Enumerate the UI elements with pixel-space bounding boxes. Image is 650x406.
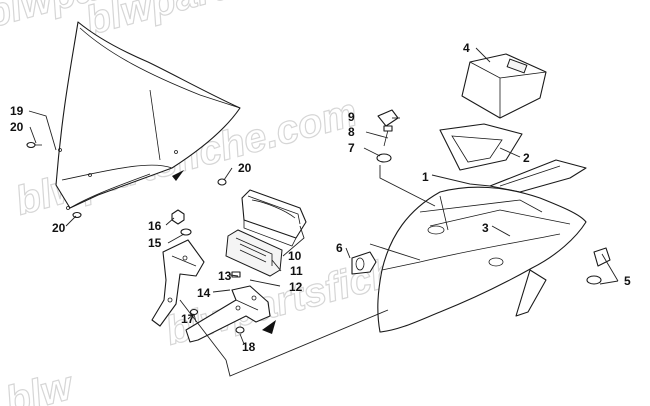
lower-mount-bracket bbox=[185, 285, 271, 343]
screw-20-right bbox=[217, 178, 227, 186]
nut-16 bbox=[171, 209, 185, 225]
watermark-top: blwpartsfiche.com bbox=[81, 0, 432, 44]
component-5 bbox=[586, 247, 611, 285]
callout-12: 12 bbox=[289, 280, 303, 294]
callout-5: 5 bbox=[624, 274, 631, 288]
callout-3: 3 bbox=[482, 221, 489, 235]
callout-20-left: 20 bbox=[10, 120, 24, 134]
callout-14: 14 bbox=[197, 286, 211, 300]
callout-9: 9 bbox=[348, 110, 355, 124]
leader-lines bbox=[28, 47, 619, 377]
screw-20-left bbox=[26, 141, 42, 149]
hood bbox=[377, 186, 587, 333]
washer-15 bbox=[180, 228, 192, 236]
callout-2: 2 bbox=[523, 151, 530, 165]
callout-labels: 1 2 3 4 5 6 7 8 9 10 11 12 13 14 15 16 1… bbox=[10, 41, 631, 354]
callout-6: 6 bbox=[336, 241, 343, 255]
callout-19: 19 bbox=[10, 104, 24, 118]
screw-13 bbox=[231, 271, 241, 278]
callout-15: 15 bbox=[148, 236, 162, 250]
screw-8 bbox=[383, 125, 393, 147]
callout-20-bottom: 20 bbox=[52, 221, 66, 235]
callout-7: 7 bbox=[348, 141, 355, 155]
callout-11: 11 bbox=[290, 264, 303, 278]
nut-7 bbox=[376, 153, 392, 163]
callout-18: 18 bbox=[242, 340, 256, 354]
gauge-cluster bbox=[241, 189, 307, 247]
lamp-6 bbox=[351, 251, 377, 275]
callout-17: 17 bbox=[181, 312, 195, 326]
arrow-marker-bracket bbox=[262, 320, 276, 334]
callout-1: 1 bbox=[422, 170, 429, 184]
left-mount-bracket bbox=[151, 239, 205, 327]
nut-18 bbox=[235, 326, 245, 334]
top-cover bbox=[461, 53, 547, 119]
window-trim bbox=[439, 123, 587, 193]
callout-13: 13 bbox=[218, 269, 232, 283]
callout-8: 8 bbox=[348, 125, 355, 139]
arrow-marker-windshield bbox=[172, 170, 184, 181]
screw-20-bottom bbox=[72, 211, 82, 219]
callout-4: 4 bbox=[463, 41, 470, 55]
callout-16: 16 bbox=[148, 219, 162, 233]
callout-10: 10 bbox=[288, 249, 302, 263]
gauge-bracket bbox=[225, 229, 283, 277]
windshield bbox=[55, 21, 241, 210]
watermark-partial-bottom: blw bbox=[1, 363, 80, 406]
callout-20-right: 20 bbox=[238, 161, 252, 175]
